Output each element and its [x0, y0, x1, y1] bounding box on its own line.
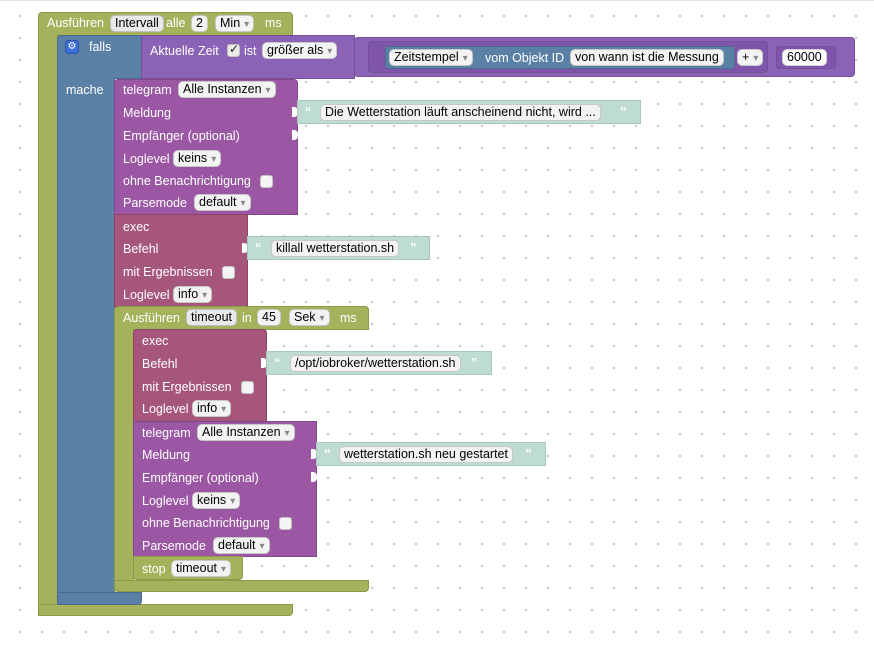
of-object-label: vom Objekt ID [485, 51, 565, 65]
stop-timeout-dropdown[interactable]: timeout [171, 560, 232, 577]
telegram2-recipient-socket [311, 472, 317, 482]
timeout-unit-dropdown[interactable]: Sek [289, 309, 330, 326]
math-operator-dropdown[interactable]: + [737, 49, 764, 66]
telegram2-recipient-label: Empfänger (optional) [142, 471, 259, 485]
telegram2-instance-dropdown[interactable]: Alle Instanzen [197, 424, 295, 441]
quote-open-icon: “ [324, 446, 331, 461]
timeout-name-field[interactable]: timeout [186, 309, 237, 326]
if-block-arm [57, 78, 115, 605]
exec2-results-label: mit Ergebnissen [142, 380, 232, 394]
timeout-block-arm [114, 329, 134, 591]
quote-close-icon: ” [525, 446, 532, 461]
interval-run-label: Ausführen [47, 16, 104, 30]
exec1-loglevel-dropdown[interactable]: info [173, 286, 213, 303]
exec2-command-socket [261, 358, 267, 368]
interval-value-field[interactable]: 2 [191, 15, 208, 32]
exec1-loglevel-label: Loglevel [123, 288, 170, 302]
quote-open-icon: “ [305, 104, 312, 119]
telegram1-message-socket [292, 107, 298, 117]
is-label: ist [244, 44, 257, 58]
telegram2-no-notify-label: ohne Benachrichtigung [142, 516, 270, 530]
telegram2-label: telegram [142, 426, 191, 440]
telegram2-loglevel-label: Loglevel [142, 494, 189, 508]
telegram2-message-field[interactable]: wetterstation.sh neu gestartet [339, 446, 513, 463]
timestamp-dropdown[interactable]: Zeitstempel [389, 49, 473, 66]
telegram1-no-notify-checkbox[interactable] [260, 175, 273, 188]
quote-open-icon: “ [274, 355, 281, 370]
timeout-value-field[interactable]: 45 [257, 309, 281, 326]
interval-every-label: alle [166, 16, 186, 30]
exec1-command-field[interactable]: killall wetterstation.sh [271, 240, 400, 257]
exec2-loglevel-dropdown[interactable]: info [192, 400, 232, 417]
telegram2-message-label: Meldung [142, 448, 190, 462]
timeout-in-label: in [242, 311, 252, 325]
if-block-bottom [57, 592, 142, 605]
quote-close-icon: ” [471, 355, 478, 370]
telegram1-no-notify-label: ohne Benachrichtigung [123, 174, 251, 188]
telegram1-message-field[interactable]: Die Wetterstation läuft anscheinend nich… [320, 104, 601, 121]
exec1-command-socket [242, 243, 248, 253]
workspace-top-border [0, 0, 874, 1]
quote-close-icon: ” [410, 240, 417, 255]
telegram2-parsemode-label: Parsemode [142, 539, 206, 553]
if-label: falls [89, 40, 112, 54]
telegram1-parsemode-label: Parsemode [123, 196, 187, 210]
exec2-loglevel-label: Loglevel [142, 402, 189, 416]
quote-close-icon: ” [620, 104, 627, 119]
telegram-block-1[interactable] [114, 79, 298, 215]
telegram1-recipient-socket [292, 130, 298, 140]
current-time-checkbox[interactable] [227, 42, 240, 57]
current-time-label: Aktuelle Zeit [150, 44, 219, 58]
exec2-results-checkbox[interactable] [241, 381, 254, 394]
exec2-command-label: Befehl [142, 357, 178, 371]
telegram2-parsemode-dropdown[interactable]: default [213, 537, 270, 554]
telegram1-loglevel-dropdown[interactable]: keins [173, 150, 222, 167]
interval-mode-field[interactable]: Intervall [110, 15, 164, 32]
interval-unit-dropdown[interactable]: Min [215, 15, 255, 32]
timeout-run-label: Ausführen [123, 311, 180, 325]
exec1-results-label: mit Ergebnissen [123, 265, 213, 279]
exec1-label: exec [123, 220, 150, 234]
interval-block-bottom [38, 604, 293, 616]
telegram1-message-label: Meldung [123, 106, 171, 120]
telegram1-label: telegram [123, 83, 172, 97]
gear-icon[interactable]: ⚙ [65, 40, 79, 54]
exec-block-1[interactable] [114, 214, 248, 307]
interval-block-arm [38, 35, 58, 616]
telegram-block-2[interactable] [133, 421, 317, 557]
object-id-field[interactable]: von wann ist die Messung [570, 49, 724, 66]
exec1-command-label: Befehl [123, 242, 159, 256]
telegram2-no-notify-checkbox[interactable] [279, 517, 292, 530]
interval-ms-label: ms [265, 16, 282, 30]
timeout-block-bottom [114, 580, 369, 592]
telegram1-parsemode-dropdown[interactable]: default [194, 194, 251, 211]
exec2-command-field[interactable]: /opt/iobroker/wetterstation.sh [290, 355, 461, 372]
number-field[interactable]: 60000 [782, 49, 827, 66]
telegram2-loglevel-dropdown[interactable]: keins [192, 492, 241, 509]
operator-dropdown[interactable]: größer als [262, 42, 338, 59]
telegram1-instance-dropdown[interactable]: Alle Instanzen [178, 81, 276, 98]
telegram1-loglevel-label: Loglevel [123, 152, 170, 166]
quote-open-icon: “ [255, 240, 262, 255]
telegram1-recipient-label: Empfänger (optional) [123, 129, 240, 143]
timeout-ms-label: ms [340, 311, 357, 325]
exec1-results-checkbox[interactable] [222, 266, 235, 279]
telegram2-message-socket [311, 449, 317, 459]
stop-label: stop [142, 562, 166, 576]
do-label: mache [66, 83, 104, 97]
exec2-label: exec [142, 334, 169, 348]
